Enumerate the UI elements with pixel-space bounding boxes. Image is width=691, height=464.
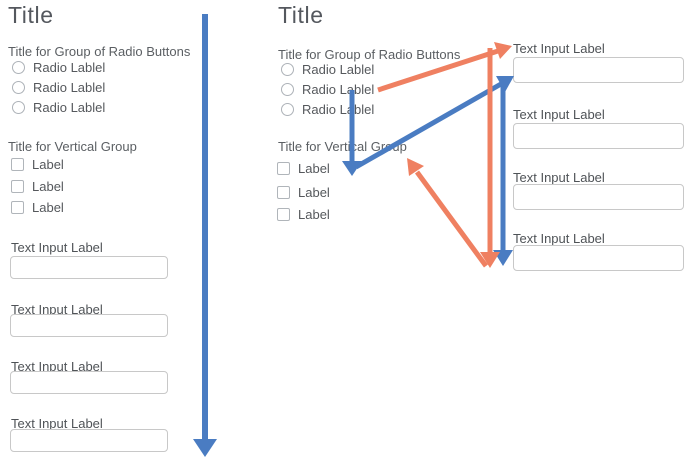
text-input[interactable] — [513, 184, 684, 210]
radio-button-icon[interactable] — [12, 101, 25, 114]
right-checkbox-group-title: Title for Vertical Group — [278, 139, 407, 154]
right-radio-group-title: Title for Group of Radio Buttons — [278, 47, 461, 62]
text-input-label: Text Input Label — [513, 41, 605, 56]
radio-option-label: Radio Lablel — [33, 80, 106, 95]
checkbox-icon[interactable] — [277, 208, 290, 221]
checkbox-option[interactable]: Label — [11, 157, 64, 172]
radio-button-icon[interactable] — [281, 103, 294, 116]
radio-option-label: Radio Lablel — [302, 62, 375, 77]
checkbox-option[interactable]: Label — [277, 207, 330, 222]
radio-button-icon[interactable] — [12, 81, 25, 94]
text-input-label: Text Input Label — [513, 231, 605, 246]
radio-option[interactable]: Radio Lablel — [12, 80, 105, 95]
right-form-title: Title — [278, 2, 324, 28]
checkbox-option-label: Label — [298, 185, 330, 200]
text-input[interactable] — [10, 371, 168, 394]
checkbox-option[interactable]: Label — [11, 200, 64, 215]
text-input[interactable] — [513, 57, 684, 83]
checkbox-option-label: Label — [32, 179, 64, 194]
text-input[interactable] — [10, 314, 168, 337]
radio-option-label: Radio Lablel — [302, 102, 375, 117]
checkbox-option-label: Label — [298, 161, 330, 176]
text-input-label: Text Input Label — [11, 240, 103, 255]
radio-option[interactable]: Radio Lablel — [12, 100, 105, 115]
checkbox-icon[interactable] — [11, 201, 24, 214]
blue-arrow-input1-to-input4 — [493, 79, 513, 266]
radio-button-icon[interactable] — [281, 83, 294, 96]
radio-option-label: Radio Lablel — [33, 100, 106, 115]
radio-button-icon[interactable] — [281, 63, 294, 76]
radio-option[interactable]: Radio Lablel — [281, 82, 374, 97]
checkbox-option-label: Label — [298, 207, 330, 222]
checkbox-option[interactable]: Label — [11, 179, 64, 194]
checkbox-icon[interactable] — [11, 158, 24, 171]
checkbox-option[interactable]: Label — [277, 185, 330, 200]
text-input[interactable] — [10, 256, 168, 279]
radio-option-label: Radio Lablel — [33, 60, 106, 75]
text-input-label: Text Input Label — [513, 170, 605, 185]
orange-arrow-input4-to-checkboxes — [407, 158, 489, 268]
text-input[interactable] — [513, 245, 684, 271]
checkbox-icon[interactable] — [277, 162, 290, 175]
checkbox-icon[interactable] — [11, 180, 24, 193]
text-input-label: Text Input Label — [11, 359, 103, 374]
orange-arrow-input1-to-input4 — [480, 48, 500, 268]
radio-option[interactable]: Radio Lablel — [281, 62, 374, 77]
radio-option[interactable]: Radio Lablel — [12, 60, 105, 75]
radio-button-icon[interactable] — [12, 61, 25, 74]
checkbox-option-label: Label — [32, 200, 64, 215]
checkbox-icon[interactable] — [277, 186, 290, 199]
left-checkbox-group-title: Title for Vertical Group — [8, 139, 137, 154]
text-input[interactable] — [513, 123, 684, 149]
text-input-label: Text Input Label — [513, 107, 605, 122]
left-radio-group-title: Title for Group of Radio Buttons — [8, 44, 191, 59]
radio-option[interactable]: Radio Lablel — [281, 102, 374, 117]
left-flow-arrow-down — [193, 14, 217, 457]
text-input[interactable] — [10, 429, 168, 452]
left-form-title: Title — [8, 2, 54, 28]
text-input-label: Text Input Label — [11, 302, 103, 317]
checkbox-option-label: Label — [32, 157, 64, 172]
checkbox-option[interactable]: Label — [277, 161, 330, 176]
radio-option-label: Radio Lablel — [302, 82, 375, 97]
text-input-label: Text Input Label — [11, 416, 103, 431]
